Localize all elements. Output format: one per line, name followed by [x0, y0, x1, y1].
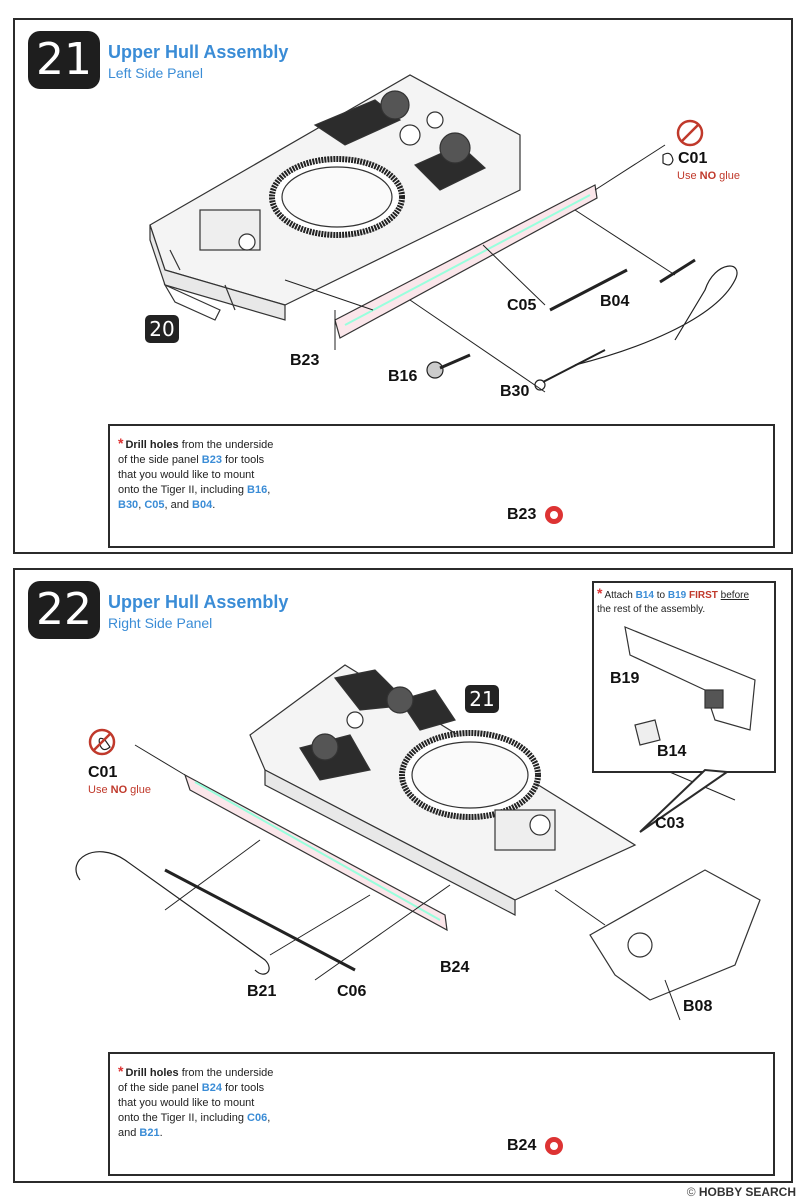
leader-lines: [284, 144, 676, 393]
reference-step-badge: 20: [145, 315, 179, 343]
part-label-c06: C06: [337, 983, 367, 1000]
asterisk-icon: *: [597, 585, 603, 601]
part-label-c03: C03: [655, 815, 685, 832]
upper-hull-drawing: [149, 74, 521, 321]
step-number: 21: [28, 31, 100, 89]
part-label-c05: C05: [507, 297, 537, 314]
side-panel-b24: [183, 773, 448, 932]
step-subtitle: Right Side Panel: [108, 615, 213, 631]
attach-first-note: *Attach B14 to B19 FIRST before the rest…: [597, 585, 750, 615]
no-glue-icon: [676, 119, 704, 147]
drill-part-label: B24: [507, 1137, 537, 1154]
drill-instructions-box: *Drill holes from the underside of the s…: [108, 424, 775, 548]
part-label-c01: C01: [678, 150, 708, 167]
part-label-c01: C01: [88, 764, 118, 781]
watermark: © HOBBY SEARCH: [686, 1185, 796, 1199]
step-subtitle: Left Side Panel: [108, 65, 203, 81]
step-22-panel: 22 Upper Hull Assembly Right Side Panel: [13, 568, 793, 1183]
part-label-b19: B19: [610, 670, 640, 687]
drill-instructions-box: *Drill holes from the underside of the s…: [108, 1052, 775, 1176]
step-number: 22: [28, 581, 100, 639]
drill-icon: [545, 1137, 563, 1155]
step-title: Upper Hull Assembly: [108, 42, 289, 62]
part-label-b14: B14: [657, 743, 687, 760]
drill-part-label: B23: [507, 506, 537, 523]
asterisk-icon: *: [118, 1063, 124, 1079]
drill-instructions-text: *Drill holes from the underside of the s…: [118, 435, 274, 512]
hull-diagram-right: [75, 581, 776, 1129]
step-21-panel: 21 Upper Hull Assembly Left Side Panel: [13, 18, 793, 554]
asterisk-icon: *: [118, 435, 124, 451]
no-glue-note: Use NO glue: [677, 170, 740, 182]
step-title: Upper Hull Assembly: [108, 592, 289, 612]
part-label-b24: B24: [440, 959, 470, 976]
reference-step-badge: 21: [465, 685, 499, 713]
upper-hull-drawing: [249, 664, 637, 916]
inset-b19-drawing: [624, 626, 756, 746]
part-label-b08: B08: [683, 998, 713, 1015]
part-label-b16: B16: [388, 368, 418, 385]
part-label-b30: B30: [500, 383, 530, 400]
part-label-b04: B04: [600, 293, 630, 310]
side-panel-b23: [334, 184, 598, 339]
drill-icon: [545, 506, 563, 524]
part-label-b23: B23: [290, 352, 320, 369]
tools-drawing: [75, 737, 356, 975]
tools-drawing: [426, 152, 738, 391]
no-glue-icon: [88, 728, 116, 756]
part-label-b21: B21: [247, 983, 277, 1000]
drill-instructions-text: *Drill holes from the underside of the s…: [118, 1063, 274, 1140]
engine-deck-b08: [589, 869, 761, 1001]
no-glue-note: Use NO glue: [88, 784, 151, 796]
